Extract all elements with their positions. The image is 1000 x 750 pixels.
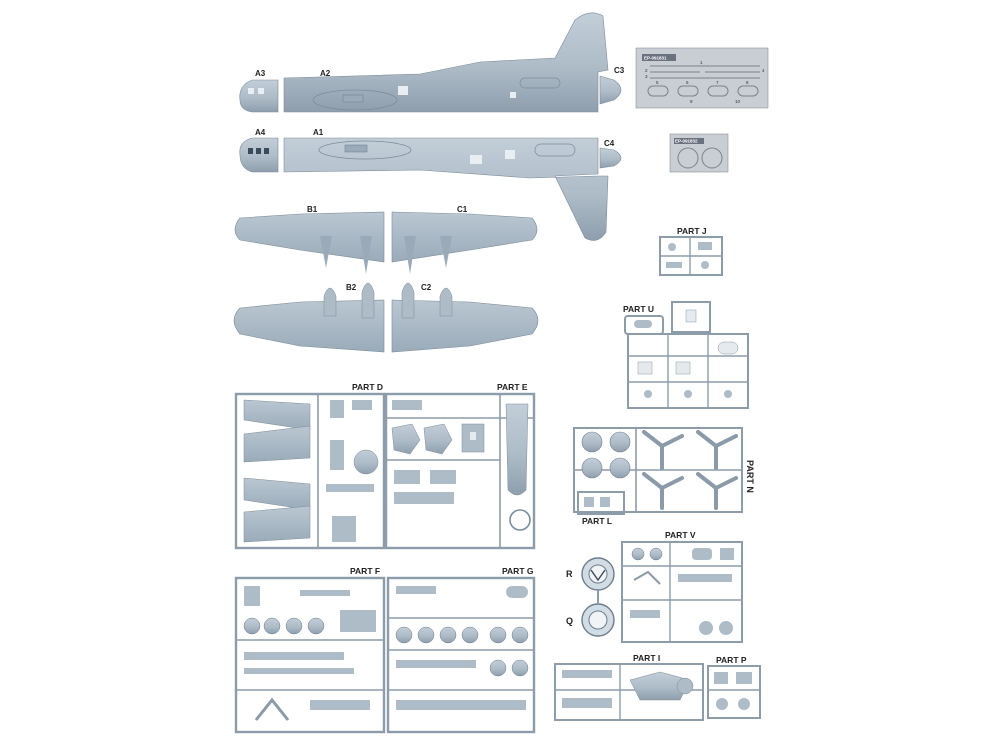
label-b1: B1 [307, 205, 318, 214]
fuselage-main-a1 [283, 137, 609, 241]
label-a4: A4 [255, 128, 266, 137]
wheel-row [243, 617, 325, 635]
photoetch-fret-1: EP-091831 1 2 3 4 5 6 7 8 9 10 [635, 47, 769, 109]
label-c1: C1 [457, 205, 468, 214]
pe-number: 6 [686, 80, 689, 85]
label-a2: A2 [320, 69, 331, 78]
sprue-label-n: PART N [745, 460, 755, 493]
pe-number: 2 [645, 68, 648, 73]
fuselage-upper: A3 A2 C3 [239, 12, 625, 113]
sprue-label-l: PART L [582, 516, 612, 526]
pe-number: 5 [656, 80, 659, 85]
sprue-part-d: PART D [234, 382, 386, 550]
label-c2: C2 [421, 283, 432, 292]
sprue-part-u: PART U [623, 301, 749, 409]
label-b2: B2 [346, 283, 357, 292]
spinner-disc [581, 431, 631, 479]
sprue-part-g: PART G [386, 566, 536, 734]
sprue-label-u: PART U [623, 304, 654, 314]
fuselage-lower: A4 A1 C4 [239, 128, 622, 241]
pe-number: 1 [700, 60, 703, 65]
window [248, 88, 254, 94]
pe-number: 7 [716, 80, 719, 85]
sprue-part-j: PART J [659, 226, 723, 276]
fuselage-tail-c4 [599, 147, 622, 169]
sprue-label-i: PART I [633, 653, 660, 663]
sprue-label-j: PART J [677, 226, 707, 236]
clear-label-r: R [566, 569, 573, 579]
sprue-label-p: PART P [716, 655, 747, 665]
photoetch-fret-2: EP-091832 [669, 133, 729, 173]
sprue-label-f: PART F [350, 566, 380, 576]
sprue-part-e: PART E [384, 382, 536, 550]
label-a3: A3 [255, 69, 266, 78]
sprue-part-v: PART V [621, 530, 743, 643]
wing-lower-left-b2 [233, 299, 385, 353]
wing-upper-left-b1 [234, 211, 385, 263]
window [258, 88, 264, 94]
wing-upper-right-c1 [391, 211, 538, 263]
pe-number: 4 [762, 68, 765, 73]
sprue-part-f: PART F [234, 566, 386, 734]
clear-parts: R Q [566, 557, 615, 637]
pe-number: 3 [645, 74, 648, 79]
sprue-part-l: PART L [577, 491, 625, 526]
wings: B1 C1 B2 C2 [233, 205, 539, 353]
sprue-part-i: PART I [554, 653, 704, 721]
label-a1: A1 [313, 128, 324, 137]
label-c4: C4 [604, 139, 615, 148]
sprue-label-g: PART G [502, 566, 534, 576]
sprue-label-v: PART V [665, 530, 696, 540]
photoetch-code-2: EP-091832 [675, 139, 698, 144]
fuselage-tail-c3 [599, 75, 622, 105]
pe-number: 9 [690, 99, 693, 104]
engine-cylinder-row [395, 626, 529, 677]
sprue-part-n: PART N [573, 427, 755, 513]
fuselage-nose-a3 [239, 79, 279, 113]
fuselage-main-a2 [283, 12, 609, 113]
pe-number: 8 [746, 80, 749, 85]
pe-number: 10 [735, 99, 741, 104]
propeller-icon [642, 430, 738, 510]
label-c3: C3 [614, 66, 625, 75]
clear-label-q: Q [566, 616, 573, 626]
photoetch-code-1: EP-091831 [644, 56, 667, 61]
wing-lower-right-c2 [391, 299, 539, 353]
sprue-part-p: PART P [707, 655, 761, 719]
sprue-label-e: PART E [497, 382, 528, 392]
sprue-label-d: PART D [352, 382, 383, 392]
fuselage-nose-a4 [239, 137, 279, 173]
